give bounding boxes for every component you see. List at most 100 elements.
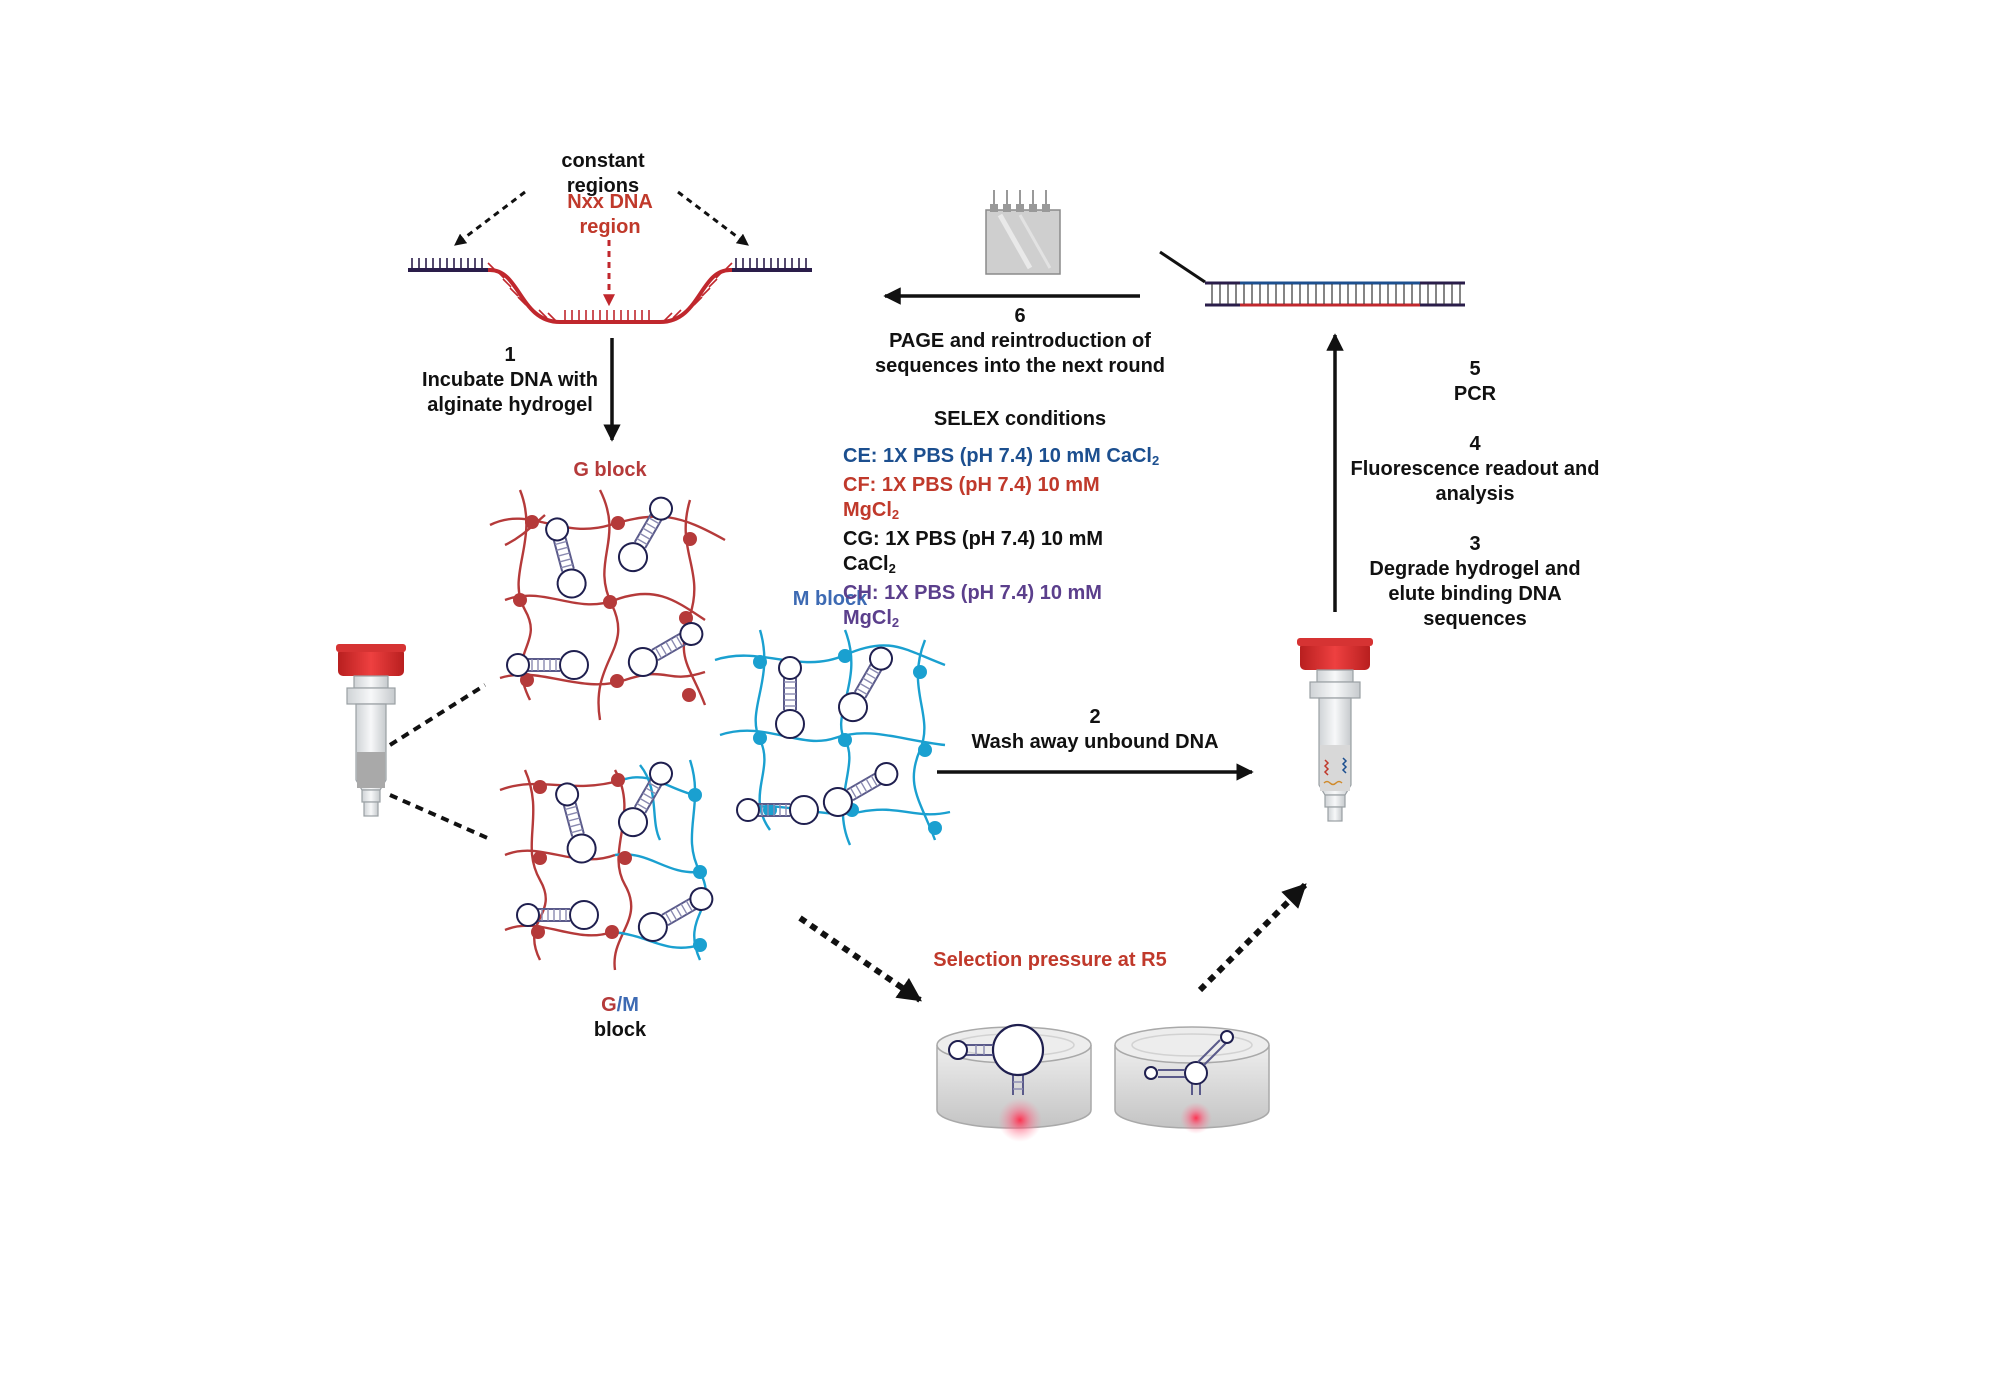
gm-g: G: [601, 994, 617, 1016]
step6-line1: PAGE and reintroduction of: [889, 330, 1151, 352]
g-block-text: G block: [573, 459, 647, 481]
base-tick: [517, 296, 527, 306]
base-tick: [683, 304, 693, 314]
selection-pressure-text: Selection pressure at R5: [933, 949, 1167, 971]
step4-line2: analysis: [1435, 483, 1515, 505]
step1-line1: Incubate DNA with: [422, 369, 598, 391]
gm-block-line2: block: [593, 1019, 647, 1041]
condition-ce-sub: 2: [1151, 453, 1160, 468]
crosslink-node: [838, 649, 852, 663]
step4-number: 4: [1469, 433, 1481, 455]
selection-arrow-out: [1197, 882, 1308, 993]
crosslink-node: [763, 803, 777, 817]
base-tick: [547, 312, 557, 322]
crosslink-node: [533, 780, 547, 794]
condition-cf-salt: MgCl: [843, 499, 892, 521]
zoom-line-upper: [388, 683, 487, 747]
crosslink-node: [753, 731, 767, 745]
selex-title: SELEX conditions: [880, 407, 1160, 432]
condition-cg-salt: CaCl: [843, 553, 889, 575]
crosslink-node: [918, 743, 932, 757]
zoom-line-lower: [389, 793, 493, 842]
crosslink-node: [513, 593, 527, 607]
constant-regions-label: constant regions: [543, 149, 663, 199]
gm-block-network: [499, 759, 707, 971]
step3-line1: Degrade hydrogel and: [1369, 558, 1581, 580]
crosslink-node: [531, 925, 545, 939]
crosslink-node: [913, 665, 927, 679]
step3-line2: elute binding DNA: [1388, 583, 1562, 605]
crosslink-node: [611, 773, 625, 787]
step6-number: 6: [1014, 305, 1026, 327]
step2-number: 2: [1089, 706, 1101, 728]
crosslink-node: [610, 674, 624, 688]
spin-column-right: [1297, 638, 1373, 822]
condition-cg-sub: 2: [888, 561, 896, 576]
page-gel-icon: [985, 190, 1061, 275]
step2-line1: Wash away unbound DNA: [971, 731, 1219, 753]
crosslink-node: [520, 673, 534, 687]
base-tick: [715, 269, 725, 279]
condition-ce: CE: 1X PBS (pH 7.4) 10 mM CaCl2: [843, 444, 1293, 473]
crosslink-node: [679, 611, 693, 625]
crosslink-node: [693, 865, 707, 879]
selection-arrow-in: [798, 915, 922, 1003]
nxx-region-label: Nxx DNA region: [550, 190, 670, 240]
g-block-nodes: [513, 515, 697, 939]
nxx-label-line1: Nxx DNA: [567, 191, 653, 213]
base-tick: [527, 304, 537, 314]
gm-block-line1: G/M: [560, 993, 680, 1018]
step5-label: 5 PCR: [1420, 357, 1530, 407]
base-tick: [509, 287, 519, 297]
base-tick: [701, 287, 711, 297]
crosslink-node: [618, 851, 632, 865]
selex-conditions-list: CE: 1X PBS (pH 7.4) 10 mM CaCl2 CF: 1X P…: [843, 444, 1293, 635]
crosslink-node: [688, 788, 702, 802]
condition-ce-text: CE: 1X PBS (pH 7.4) 10 mM CaCl: [843, 445, 1152, 467]
crosslink-node: [838, 733, 852, 747]
step3-line3: sequences: [1423, 608, 1527, 630]
condition-ch-salt: MgCl: [843, 607, 892, 629]
step4-line1: Fluorescence readout and: [1350, 458, 1600, 480]
crosslink-node: [611, 516, 625, 530]
crosslink-node: [753, 655, 767, 669]
step3-label: 3 Degrade hydrogel and elute binding DNA…: [1340, 532, 1610, 632]
constant-label-line2: regions: [566, 175, 640, 197]
m-block-text: M block: [792, 588, 868, 610]
crosslink-node: [525, 515, 539, 529]
gm-slash: /: [616, 994, 623, 1016]
hydrogel-disc-2: [1114, 1026, 1270, 1134]
crosslink-node: [682, 688, 696, 702]
g-block-label: G block: [540, 458, 680, 483]
condition-ch-text: CH: 1X PBS (pH 7.4) 10 mM: [843, 582, 1102, 604]
condition-cf-text: CF: 1X PBS (pH 7.4) 10 mM: [843, 474, 1100, 496]
base-tick: [693, 296, 703, 306]
base-tick: [723, 262, 733, 272]
step6-label: 6 PAGE and reintroduction of sequences i…: [840, 304, 1200, 379]
crosslink-node: [603, 595, 617, 609]
base-tick: [538, 309, 548, 319]
step3-number: 3: [1469, 533, 1481, 555]
pcr-duplex-dna: [1159, 250, 1465, 307]
step1-number: 1: [504, 344, 516, 366]
constant-label-line1: constant: [561, 150, 645, 172]
selex-title-text: SELEX conditions: [933, 408, 1107, 430]
base-tick: [495, 269, 505, 279]
step1-line2: alginate hydrogel: [427, 394, 593, 416]
crosslink-node: [683, 532, 697, 546]
crosslink-node: [533, 851, 547, 865]
base-tick: [487, 262, 497, 272]
base-tick: [502, 278, 512, 288]
step5-number: 5: [1469, 358, 1481, 380]
base-tick: [663, 312, 673, 322]
base-tick: [672, 309, 682, 319]
crosslink-node: [928, 821, 942, 835]
hydrogel-disc-1: [936, 1023, 1092, 1142]
crosslink-node: [693, 938, 707, 952]
step1-label: 1 Incubate DNA with alginate hydrogel: [390, 343, 630, 418]
dna-template-strand: [408, 258, 812, 324]
